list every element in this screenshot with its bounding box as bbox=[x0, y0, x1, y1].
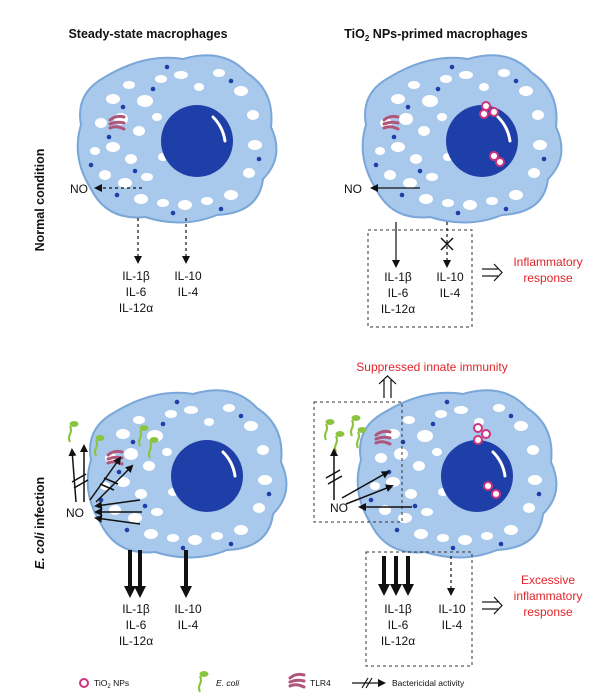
implies-up-arrow-icon bbox=[378, 375, 397, 398]
svg-text:IL-6: IL-6 bbox=[126, 285, 147, 299]
cytokine-box bbox=[365, 551, 473, 667]
svg-text:Bactericidal activity: Bactericidal activity bbox=[392, 678, 465, 688]
pro-arrows-strong bbox=[378, 556, 414, 596]
legend-tlr4: TLR4 bbox=[288, 672, 331, 689]
svg-text:IL-12α: IL-12α bbox=[119, 634, 153, 648]
svg-text:IL-6: IL-6 bbox=[388, 618, 409, 632]
outcome-suppressed: Suppressed innate immunity bbox=[356, 360, 507, 374]
cell-steady-ecoli bbox=[88, 390, 287, 557]
cytokine-box bbox=[367, 229, 473, 328]
pro-arrows-strong bbox=[124, 550, 146, 598]
cell-steady-normal bbox=[78, 55, 277, 222]
suppression-box bbox=[313, 401, 403, 523]
svg-text:IL-12α: IL-12α bbox=[119, 301, 153, 315]
row-ecoli-label: E. coli infection bbox=[33, 477, 47, 569]
inhibition-x-icon bbox=[440, 237, 454, 251]
svg-text:response: response bbox=[523, 605, 573, 619]
svg-text:IL-4: IL-4 bbox=[178, 618, 199, 632]
svg-text:IL-10: IL-10 bbox=[438, 602, 466, 616]
svg-text:IL-12α: IL-12α bbox=[381, 302, 415, 316]
svg-text:IL-12α: IL-12α bbox=[381, 634, 415, 648]
svg-text:IL-10: IL-10 bbox=[436, 270, 464, 284]
tlr4-icon bbox=[288, 672, 306, 689]
svg-text:IL-1β: IL-1β bbox=[384, 602, 412, 616]
svg-text:inflammatory: inflammatory bbox=[514, 589, 583, 603]
svg-text:response: response bbox=[523, 271, 573, 285]
svg-text:IL-4: IL-4 bbox=[440, 286, 461, 300]
cytokines-anti: IL-10 IL-4 bbox=[174, 269, 202, 299]
header-primed: TiO2 NPs-primed macrophages bbox=[344, 27, 527, 43]
svg-text:Inflammatory: Inflammatory bbox=[513, 255, 582, 269]
legend-bactericidal: Bactericidal activity bbox=[352, 677, 465, 689]
cytokines-pro: IL-1β IL-6 IL-12α bbox=[381, 602, 415, 648]
svg-text:IL-6: IL-6 bbox=[126, 618, 147, 632]
svg-text:E. coli: E. coli bbox=[216, 678, 240, 688]
cytokines-anti: IL-10 IL-4 bbox=[438, 602, 466, 632]
legend: TiO2 NPs E. coli TLR4 Bactericidal activ… bbox=[79, 669, 465, 694]
implies-arrow-icon bbox=[482, 596, 503, 615]
cell-primed-normal bbox=[363, 55, 562, 222]
header-steady: Steady-state macrophages bbox=[68, 27, 227, 41]
svg-text:IL-10: IL-10 bbox=[174, 602, 202, 616]
no-label: NO bbox=[66, 506, 84, 520]
legend-tio2: TiO2 NPs bbox=[79, 678, 129, 690]
cytokines-pro: IL-1β IL-6 IL-12α bbox=[381, 270, 415, 316]
no-arrows bbox=[94, 499, 142, 525]
legend-ecoli: E. coli bbox=[197, 669, 240, 694]
svg-text:IL-1β: IL-1β bbox=[122, 269, 150, 283]
cytokines-pro: IL-1β IL-6 IL-12α bbox=[119, 269, 153, 315]
svg-text:Excessive: Excessive bbox=[521, 573, 575, 587]
ecoli-icon bbox=[197, 669, 210, 694]
svg-text:IL-10: IL-10 bbox=[174, 269, 202, 283]
outcome-inflammatory: Inflammatory response bbox=[513, 255, 582, 285]
tio2-np-icon bbox=[79, 678, 89, 688]
no-label: NO bbox=[70, 182, 88, 196]
implies-arrow-icon bbox=[482, 263, 503, 282]
cytokines-anti: IL-10 IL-4 bbox=[436, 270, 464, 300]
svg-text:IL-6: IL-6 bbox=[388, 286, 409, 300]
row-normal-label: Normal condition bbox=[33, 149, 47, 252]
cell-primed-ecoli bbox=[358, 390, 557, 557]
svg-text:TLR4: TLR4 bbox=[310, 678, 331, 688]
bactericidal-arrows bbox=[325, 448, 394, 505]
no-label: NO bbox=[344, 182, 362, 196]
cytokines-anti: IL-10 IL-4 bbox=[174, 602, 202, 632]
svg-text:IL-4: IL-4 bbox=[442, 618, 463, 632]
svg-text:IL-1β: IL-1β bbox=[384, 270, 412, 284]
svg-text:TiO2 NPs: TiO2 NPs bbox=[94, 678, 129, 690]
cytokines-pro: IL-1β IL-6 IL-12α bbox=[119, 602, 153, 648]
outcome-excessive: Excessive inflammatory response bbox=[514, 573, 583, 619]
bactericidal-icon bbox=[352, 677, 386, 689]
bactericidal-arrows bbox=[68, 444, 134, 503]
svg-text:IL-4: IL-4 bbox=[178, 285, 199, 299]
svg-text:IL-1β: IL-1β bbox=[122, 602, 150, 616]
no-label: NO bbox=[330, 501, 348, 515]
